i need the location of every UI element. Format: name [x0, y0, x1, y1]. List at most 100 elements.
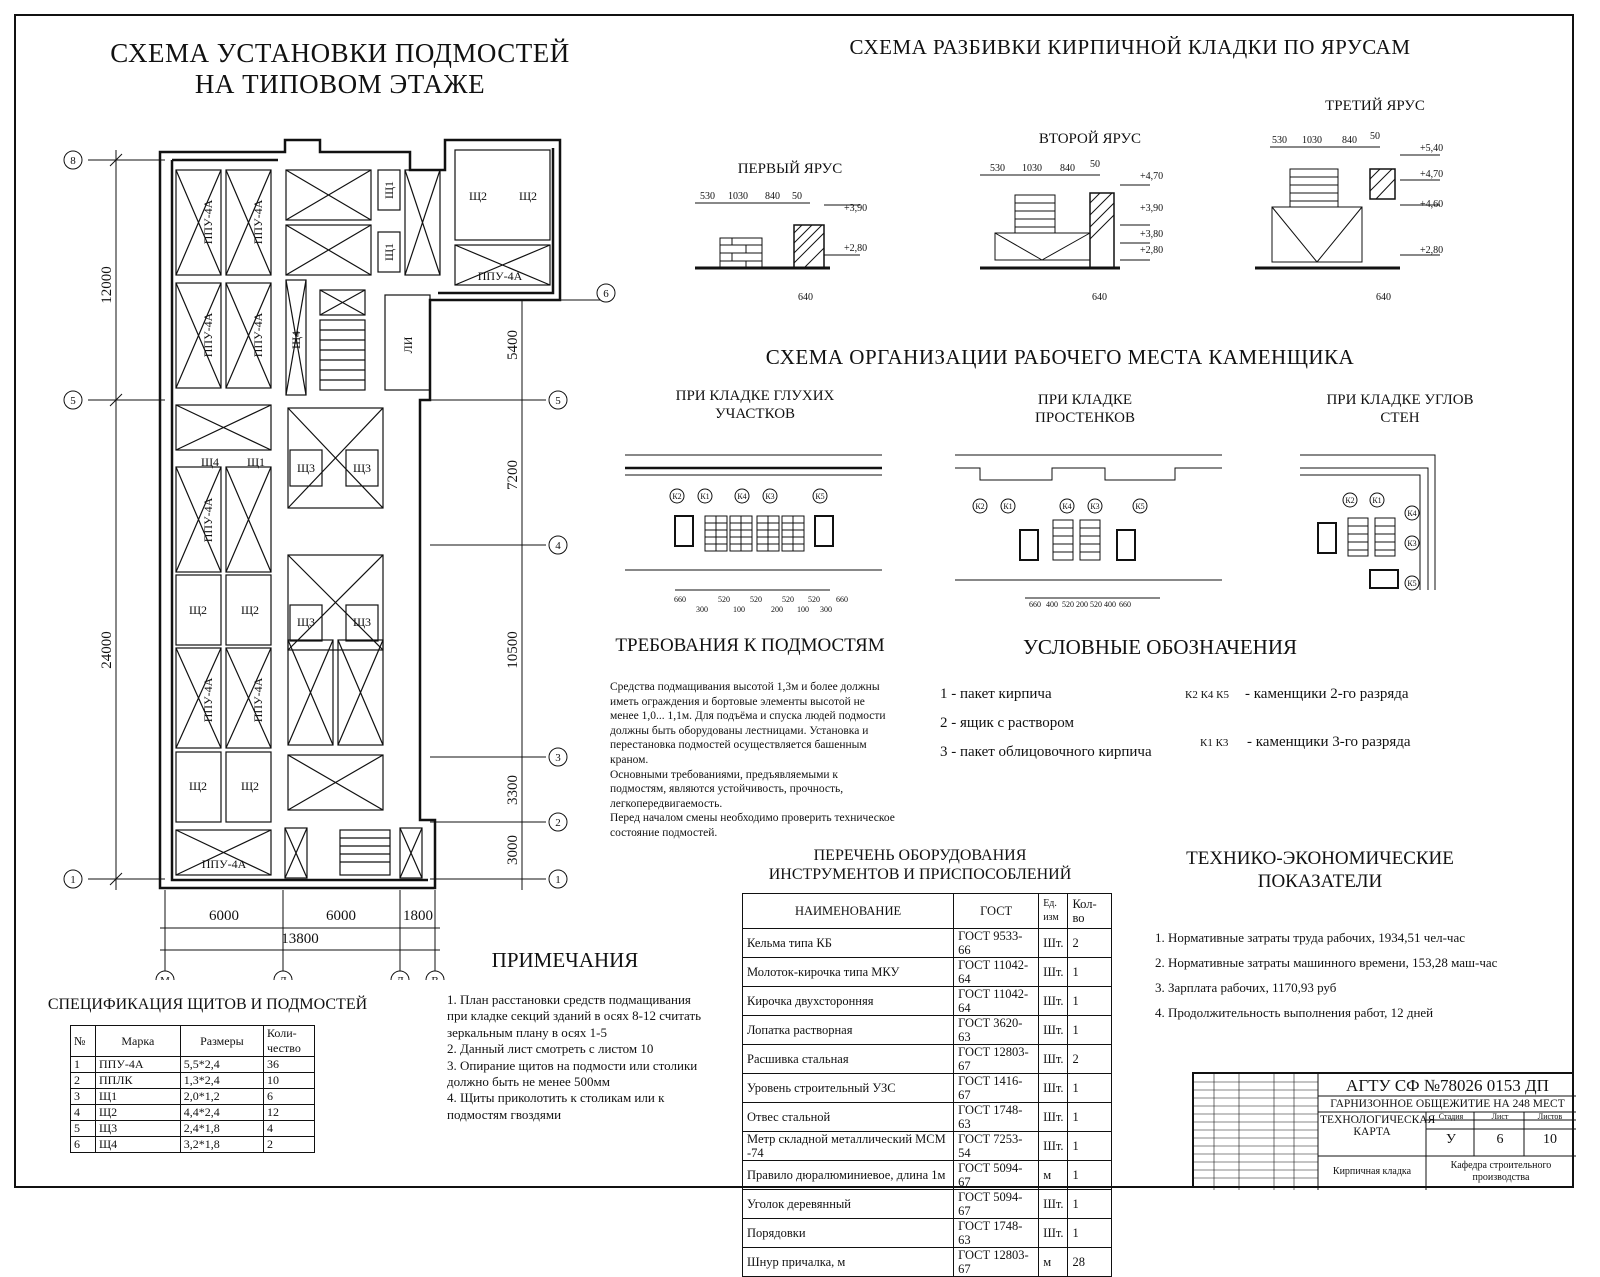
spec-cell: 5: [70, 1120, 96, 1137]
equipment-cell: Отвес стальной: [741, 1102, 955, 1132]
spec-cell: 2: [70, 1072, 96, 1089]
svg-text:200: 200: [771, 605, 783, 614]
svg-text:300: 300: [696, 605, 708, 614]
equipment-cell: Шт.: [1038, 1102, 1069, 1132]
stamp-sheets: 10: [1543, 1132, 1557, 1147]
svg-text:6: 6: [603, 288, 609, 300]
svg-text:Щ2: Щ2: [469, 189, 487, 203]
equipment-cell: Шт.: [1038, 1073, 1069, 1103]
equipment-cell: Шт.: [1038, 928, 1069, 958]
equipment-cell: ГОСТ 11042-64: [953, 957, 1040, 987]
equipment-cell: 1: [1067, 1218, 1112, 1248]
svg-text:К2: К2: [975, 502, 984, 511]
svg-text:100: 100: [797, 605, 809, 614]
equipment-cell: Шт.: [1038, 986, 1069, 1016]
equipment-cell: 1: [1067, 1131, 1112, 1161]
svg-text:К5: К5: [815, 492, 824, 501]
spec-cell: 36: [263, 1056, 315, 1073]
equipment-cell: 2: [1067, 928, 1112, 958]
spec-cell: 2,4*1,8: [179, 1120, 265, 1137]
legend-title: УСЛОВНЫЕ ОБОЗНАЧЕНИЯ: [1022, 635, 1298, 659]
svg-text:840: 840: [765, 191, 780, 202]
tier-first-title: ПЕРВЫЙ ЯРУС: [737, 161, 843, 177]
svg-text:640: 640: [1376, 292, 1391, 303]
equipment-cell: Кирочка двухсторонняя: [741, 986, 955, 1016]
equipment-cell: Шт.: [1038, 957, 1069, 987]
notes-list: 1. План расстановки средств подмащивания…: [447, 992, 702, 1123]
workplace-corners-title: ПРИ КЛАДКЕ УГЛОВ СТЕН: [1326, 392, 1474, 426]
svg-text:К5: К5: [1407, 579, 1416, 588]
svg-text:К4: К4: [1062, 502, 1071, 511]
svg-text:3000: 3000: [505, 835, 521, 865]
spec-cell: ППУ-4А: [95, 1056, 181, 1073]
tier-second-title: ВТОРОЙ ЯРУС: [1038, 131, 1142, 147]
spec-header: №: [70, 1025, 96, 1057]
svg-text:ППУ-4А: ППУ-4А: [201, 497, 215, 542]
equipment-cell: Расшивка стальная: [741, 1044, 955, 1074]
legend-grade2: - каменщики 2-го разряда: [1245, 686, 1409, 702]
equipment-cell: Шт.: [1038, 1044, 1069, 1074]
equip-header: Ед. изм: [1038, 893, 1069, 929]
svg-text:Щ3: Щ3: [353, 461, 371, 475]
svg-text:840: 840: [1060, 163, 1075, 174]
svg-text:50: 50: [1090, 159, 1100, 170]
svg-text:+4,70: +4,70: [1420, 169, 1443, 180]
spec-cell: ППЛК: [95, 1072, 181, 1089]
spec-cell: 6: [70, 1136, 96, 1153]
spec-cell: 2: [263, 1136, 315, 1153]
stamp-stage-label: Стадия: [1438, 1112, 1464, 1121]
svg-text:660: 660: [1029, 600, 1041, 609]
svg-text:Щ2: Щ2: [241, 603, 259, 617]
svg-text:Щ2: Щ2: [189, 779, 207, 793]
svg-text:К4: К4: [1407, 509, 1416, 518]
spec-cell: 4,4*2,4: [179, 1104, 265, 1121]
svg-text:5: 5: [70, 395, 76, 407]
equipment-cell: ГОСТ 12803-67: [953, 1044, 1040, 1074]
workplace-piers-title: ПРИ КЛАДКЕ ПРОСТЕНКОВ: [1034, 392, 1135, 426]
equip-header: Кол-во: [1067, 893, 1112, 929]
tep-list: 1. Нормативные затраты труда рабочих, 19…: [1155, 925, 1555, 1025]
equipment-title: ПЕРЕЧЕНЬ ОБОРУДОВАНИЯ ИНСТРУМЕНТОВ И ПРИ…: [768, 847, 1072, 884]
svg-text:+4,70: +4,70: [1140, 171, 1163, 182]
title-scaffold-scheme: СХЕМА УСТАНОВКИ ПОДМОСТЕЙ НА ТИПОВОМ ЭТА…: [110, 38, 570, 100]
equipment-cell: 1: [1067, 1189, 1112, 1219]
equip-header: НАИМЕНОВАНИЕ: [741, 893, 955, 929]
svg-text:12000: 12000: [99, 266, 115, 304]
equipment-cell: Шт.: [1038, 1218, 1069, 1248]
equipment-cell: ГОСТ 3620-63: [953, 1015, 1040, 1045]
svg-text:4: 4: [555, 540, 561, 552]
svg-text:Щ1: Щ1: [382, 243, 396, 261]
svg-text:ППУ-4А: ППУ-4А: [251, 312, 265, 357]
spec-cell: Щ3: [95, 1120, 181, 1137]
equipment-cell: ГОСТ 1416-67: [953, 1073, 1040, 1103]
equipment-cell: 2: [1067, 1044, 1112, 1074]
svg-text:13800: 13800: [281, 931, 319, 947]
svg-text:ППУ-4А: ППУ-4А: [201, 677, 215, 722]
workplace-blind-title: ПРИ КЛАДКЕ ГЛУХИХ УЧАСТКОВ: [675, 388, 835, 422]
axis-8: 8: [70, 155, 76, 167]
svg-text:400: 400: [1046, 600, 1058, 609]
spec-cell: 1: [70, 1056, 96, 1073]
equipment-cell: Метр складной металлический МСМ -74: [741, 1131, 955, 1161]
svg-text:300: 300: [820, 605, 832, 614]
svg-text:Щ3: Щ3: [297, 615, 315, 629]
svg-text:+2,80: +2,80: [1140, 245, 1163, 256]
svg-text:10500: 10500: [505, 631, 521, 669]
svg-text:660: 660: [674, 595, 686, 604]
svg-text:ППУ-4А: ППУ-4А: [251, 199, 265, 244]
tep-item: 4. Продолжительность выполнения работ, 1…: [1155, 1005, 1434, 1020]
svg-text:+3,90: +3,90: [1140, 203, 1163, 214]
spec-cell: 3,2*1,8: [179, 1136, 265, 1153]
svg-text:7200: 7200: [505, 460, 521, 490]
svg-text:640: 640: [1092, 292, 1107, 303]
note-3: 3. Опирание щитов на подмости или столик…: [447, 1057, 698, 1090]
equipment-cell: Порядовки: [741, 1218, 955, 1248]
svg-text:1030: 1030: [1022, 163, 1042, 174]
svg-text:К1: К1: [1003, 502, 1012, 511]
svg-text:1: 1: [70, 874, 76, 886]
spec-cell: 4: [263, 1120, 315, 1137]
svg-text:Щ2: Щ2: [189, 603, 207, 617]
